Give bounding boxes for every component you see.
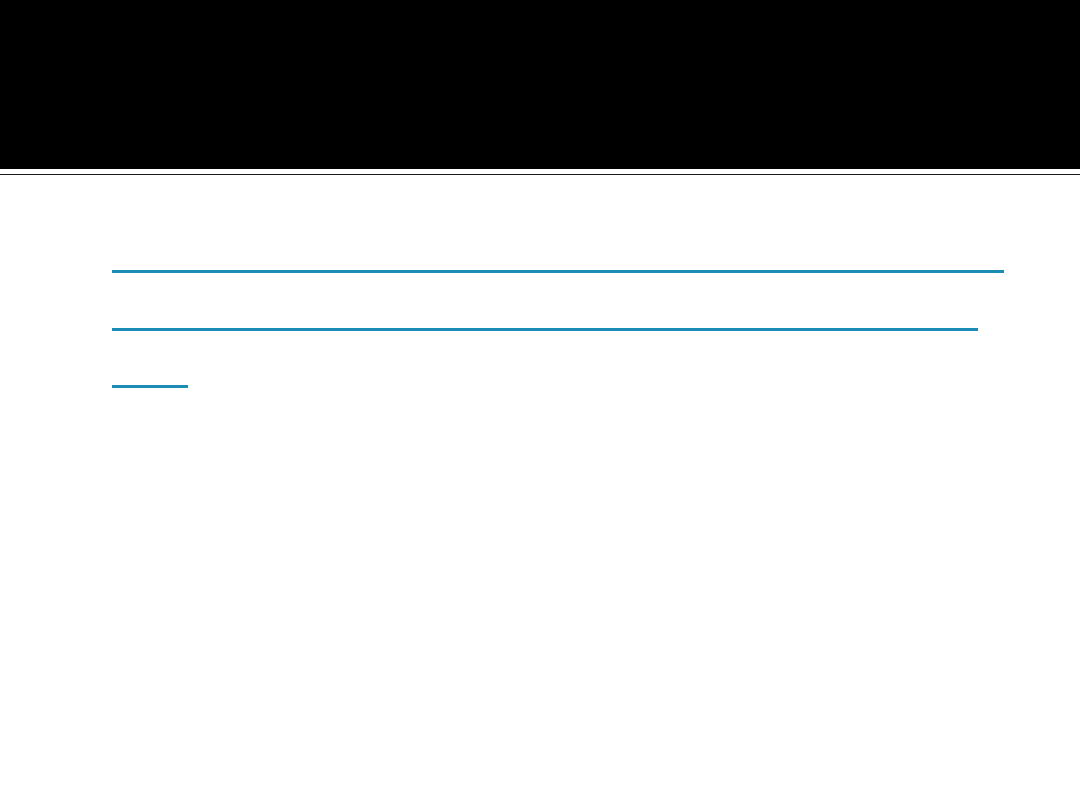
underline-line: [112, 270, 1004, 273]
underline-line: [112, 328, 978, 331]
title-band: [0, 0, 1080, 169]
content-area: [112, 200, 1012, 760]
title-divider: [0, 174, 1080, 175]
underline-line: [112, 385, 188, 388]
